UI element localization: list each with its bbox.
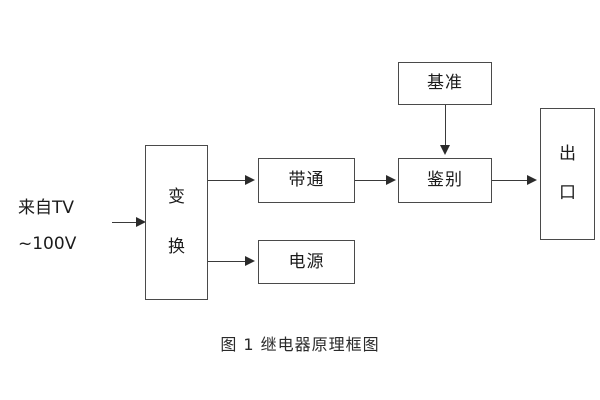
connector-source-to-convert xyxy=(112,222,140,223)
connector-convert-to-bandpass xyxy=(208,180,248,181)
block-bandpass-label: 带通 xyxy=(288,170,325,191)
block-reference[interactable]: 基准 xyxy=(398,62,492,105)
source-label-line2: ~100V xyxy=(18,234,77,254)
block-convert-char1: 变 xyxy=(168,186,185,207)
block-bandpass[interactable]: 带通 xyxy=(258,158,355,203)
connector-discriminate-to-output xyxy=(492,180,530,181)
block-power[interactable]: 电源 xyxy=(258,240,355,284)
arrowhead-convert-to-power xyxy=(245,256,255,266)
block-reference-label: 基准 xyxy=(427,73,463,94)
arrowhead-reference-to-discriminate xyxy=(440,145,450,155)
arrowhead-discriminate-to-output xyxy=(527,175,537,185)
block-discriminate[interactable]: 鉴别 xyxy=(398,158,492,203)
block-power-label: 电源 xyxy=(288,251,325,272)
block-output[interactable]: 出 口 xyxy=(540,108,595,240)
connector-reference-to-discriminate xyxy=(445,105,446,146)
source-input-label: 来自TV ~100V xyxy=(18,200,76,253)
source-label-line1: 来自TV xyxy=(18,198,75,218)
figure-caption: 图 1 继电器原理框图 xyxy=(220,335,380,354)
block-convert-char2: 换 xyxy=(168,237,185,258)
arrowhead-convert-to-bandpass xyxy=(245,175,255,185)
arrowhead-source-to-convert xyxy=(136,217,146,227)
block-discriminate-label: 鉴别 xyxy=(427,170,463,191)
arrowhead-bandpass-to-discriminate xyxy=(386,175,396,185)
connector-bandpass-to-discriminate xyxy=(355,180,389,181)
block-output-char1: 出 xyxy=(559,144,576,165)
block-output-char2: 口 xyxy=(559,183,576,204)
connector-convert-to-power xyxy=(208,261,248,262)
block-convert[interactable]: 变 换 xyxy=(145,145,208,300)
